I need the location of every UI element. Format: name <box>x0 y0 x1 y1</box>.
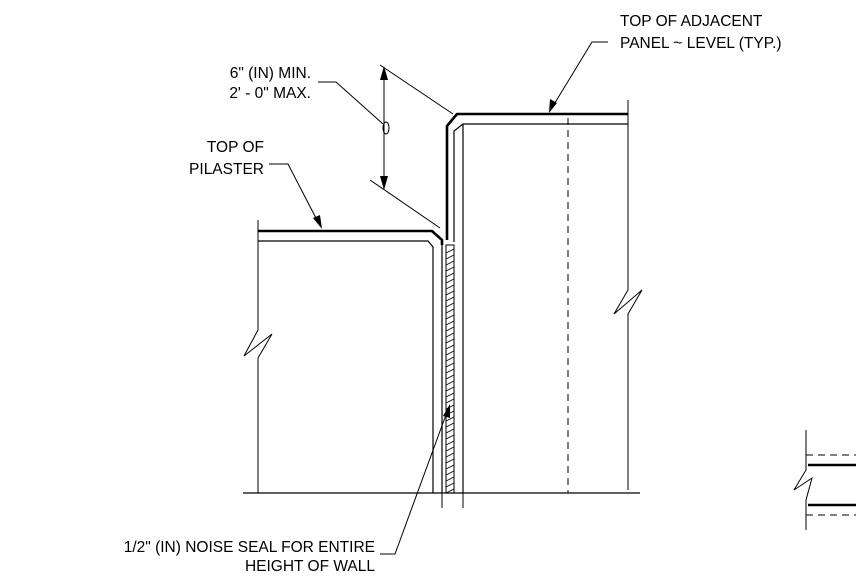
pilaster-top-inner <box>258 240 434 493</box>
seal-leader <box>380 411 448 555</box>
pilaster-top-outer <box>258 229 444 245</box>
adjacent-panel-top-outer <box>445 112 628 240</box>
seal-leader-arrow <box>443 404 450 418</box>
partial-detail <box>793 430 856 530</box>
label-top-panel-1: TOP OF ADJACENT <box>620 13 763 30</box>
dim-leader <box>318 81 384 125</box>
adjacent-panel <box>445 100 643 493</box>
dim-arrow-top <box>380 66 388 80</box>
label-top-panel-2: PANEL ~ LEVEL (TYP.) <box>620 35 782 52</box>
pilaster-break-line <box>243 220 273 493</box>
pilaster <box>243 220 444 493</box>
label-pilaster-1: TOP OF <box>207 139 264 156</box>
dim-extension-top <box>379 64 454 115</box>
dim-arrow-bottom <box>380 176 388 190</box>
top-panel-leader <box>552 41 608 107</box>
label-seal-1: 1/2" (IN) NOISE SEAL FOR ENTIRE <box>124 539 375 556</box>
adjacent-panel-top-inner <box>453 123 628 242</box>
adjacent-panel-break-line <box>613 100 643 490</box>
top-panel-leader-arrow <box>549 99 557 113</box>
label-dim-1: 6" (IN) MIN. <box>230 65 311 82</box>
dim-extension-bottom <box>369 179 441 229</box>
label-pilaster-2: PILASTER <box>189 161 264 178</box>
label-seal-2: HEIGHT OF WALL <box>245 558 375 575</box>
label-dim-2: 2' - 0" MAX. <box>229 85 311 102</box>
dim-leader-circle <box>382 121 390 135</box>
pilaster-leader-arrow <box>313 215 322 229</box>
noise-seal <box>445 244 455 494</box>
dimension <box>318 64 454 229</box>
pilaster-leader <box>269 163 319 223</box>
